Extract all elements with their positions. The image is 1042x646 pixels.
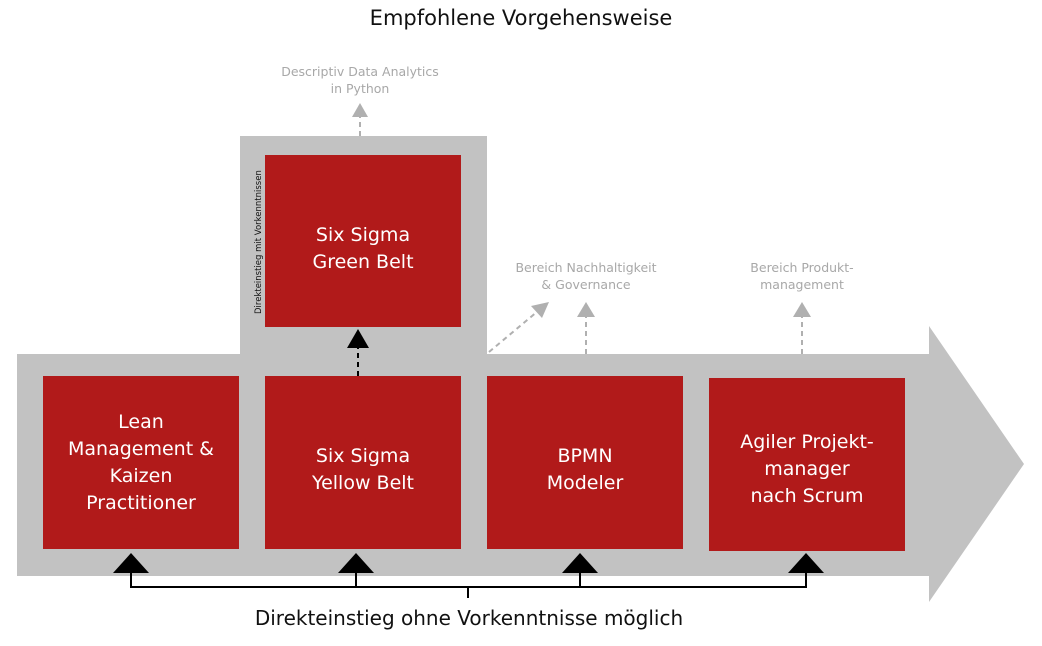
note-python: Descriptiv Data Analytics in Python [281,64,439,96]
product-outlook-arrowhead [793,302,811,317]
diagram-title: Empfohlene Vorgehensweise [369,6,673,30]
entry-arrow-agile [788,553,824,573]
bottom-entry-label: Direkteinstieg ohne Vorkenntnisse möglic… [254,606,684,630]
python-outlook-arrowhead [352,103,368,117]
box-yellow-belt-label: Six Sigma Yellow Belt [312,445,414,494]
box-yellow-belt [265,376,461,549]
vertical-entry-label: Direkteinstieg mit Vorkenntnissen [254,170,264,314]
entry-arrow-bpmn [562,553,598,573]
box-bpmn-label: BPMN Modeler [546,445,624,494]
box-lean [43,376,239,549]
sustainability-diagonal-arrowhead [531,302,549,318]
sustainability-vertical-arrowhead [577,302,595,317]
note-product: Bereich Produkt- management [750,260,854,292]
box-agile [709,378,905,551]
entry-arrow-yellow [338,553,374,573]
box-bpmn [487,376,683,549]
box-lean-label: Lean Management & Kaizen Practitioner [67,410,215,514]
sustainability-diagonal-line [488,310,539,353]
yellow-to-green-arrowhead [347,329,369,348]
box-agile-label: Agiler Projekt- manager nach Scrum [740,431,874,507]
note-sustainability: Bereich Nachhaltigkeit & Governance [515,260,657,292]
box-green-belt-label: Six Sigma Green Belt [312,224,414,273]
box-green-belt [265,155,461,327]
entry-arrow-lean [113,553,149,573]
